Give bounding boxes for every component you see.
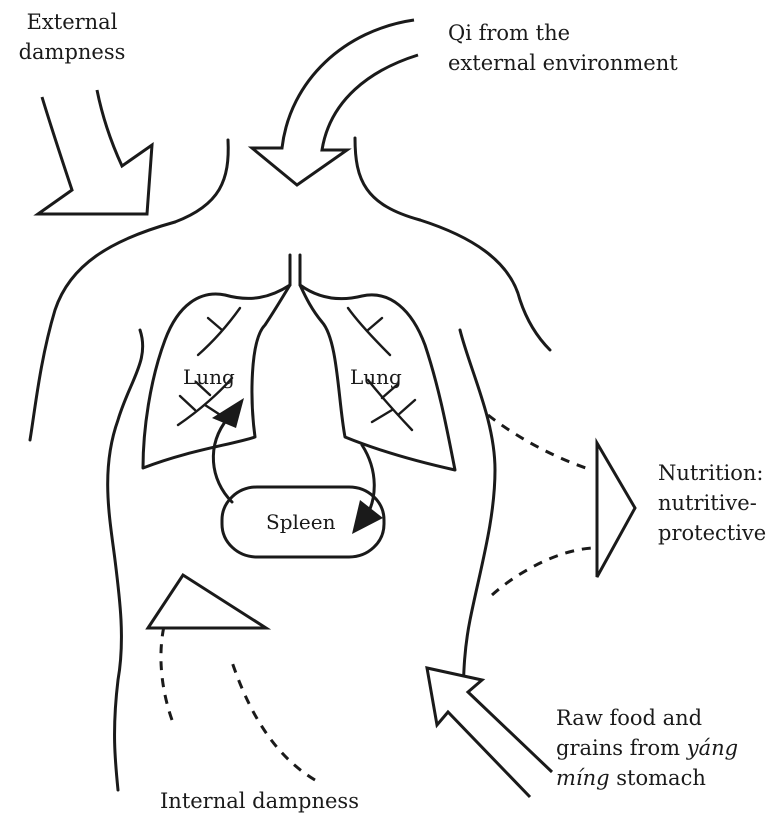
nutrition-arrowhead [597, 443, 635, 577]
nutrition-arrow-upper-dash [488, 415, 592, 470]
raw-food-arrow-shape [427, 668, 552, 797]
spleen-to-lung-arrow-shaft [213, 418, 232, 502]
lung-to-spleen-arrowhead [352, 500, 383, 534]
left-shoulder-arm [30, 222, 175, 440]
neck-right [355, 138, 420, 220]
right-flank [460, 330, 495, 720]
right-shoulder-arm [420, 220, 550, 350]
nutrition-label: Nutrition: nutritive- protective [658, 458, 766, 548]
qi-environment-arrow-shape [252, 20, 418, 185]
lung-left-label: Lung [183, 362, 235, 392]
qi-environment-arrow [252, 20, 418, 185]
nutrition-arrow [488, 415, 635, 595]
external-dampness-arrow [38, 90, 152, 214]
left-bronchus-upper [198, 308, 240, 355]
lung-right-label: Lung [350, 362, 402, 392]
internal-dampness-label: Internal dampness [160, 786, 359, 816]
internal-dampness-arrow [148, 575, 315, 780]
torso-outline [30, 138, 550, 790]
raw-food-arrow [427, 668, 552, 797]
external-dampness-arrow-shape [38, 90, 152, 214]
internal-dampness-right-dash [232, 662, 315, 780]
spleen-label: Spleen [266, 507, 335, 537]
internal-dampness-arrowhead [148, 575, 266, 628]
external-dampness-label: External dampness [6, 7, 138, 67]
left-flank [108, 330, 143, 790]
raw-food-label: Raw food and grains from yáng míng stoma… [556, 703, 738, 793]
nutrition-arrow-lower-dash [492, 548, 592, 595]
right-bronchus-upper [348, 308, 390, 355]
neck-left [175, 140, 228, 222]
qi-external-label: Qi from the external environment [448, 18, 678, 78]
